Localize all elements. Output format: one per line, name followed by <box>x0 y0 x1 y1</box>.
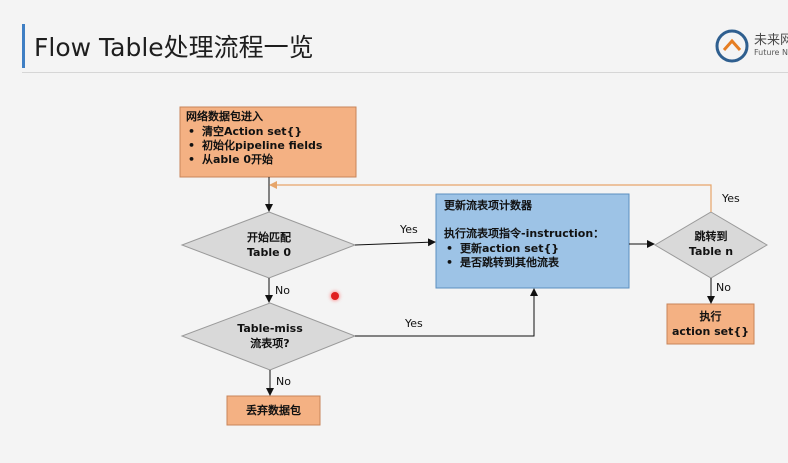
match-decision-label: 开始匹配 Table 0 <box>219 230 319 260</box>
drop-box: 丢弃数据包 <box>227 403 320 418</box>
logo-mark-icon <box>715 29 749 63</box>
edge-label-goto-no: No <box>716 281 731 294</box>
miss-decision-line1: Table-miss <box>237 322 303 335</box>
edge-miss-yes <box>355 288 538 337</box>
update-box-item: 是否跳转到其他流表 <box>446 256 629 270</box>
update-box-line2: 执行流表项指令-instruction： <box>444 227 605 240</box>
edge-label-goto-yes: Yes <box>722 192 740 205</box>
exec-box-line2: action set{} <box>671 325 750 338</box>
start-box: 网络数据包进入 清空Action set{} 初始化pipeline field… <box>180 107 356 177</box>
update-box-shape <box>435 193 630 289</box>
drop-box-label: 丢弃数据包 <box>246 404 301 417</box>
edge-label-match-yes: Yes <box>400 223 418 236</box>
update-box-list: 更新action set{} 是否跳转到其他流表 <box>444 242 629 270</box>
logo-text-cn: 未来网 <box>754 33 788 48</box>
update-box-line1: 更新流表项计数器 <box>444 199 532 212</box>
start-box-item: 初始化pipeline fields <box>188 139 356 153</box>
match-decision-line1: 开始匹配 <box>247 231 291 244</box>
goto-decision-line1: 跳转到 <box>694 230 728 243</box>
miss-decision-line2: 流表项? <box>250 337 290 350</box>
logo-text-en: Future Net <box>754 48 788 57</box>
update-box: 更新流表项计数器 执行流表项指令-instruction： 更新action s… <box>436 194 629 288</box>
slide-title: Flow Table处理流程一览 <box>34 33 314 62</box>
company-logo: 未来网 Future Net <box>714 26 788 66</box>
edge-match-yes <box>354 238 436 247</box>
update-box-item: 更新action set{} <box>446 242 629 256</box>
start-box-item: 清空Action set{} <box>188 125 356 139</box>
start-box-heading: 网络数据包进入 <box>186 110 263 123</box>
title-divider <box>22 72 788 73</box>
start-box-item: 从able 0开始 <box>188 153 356 167</box>
drop-box-shape <box>226 395 321 426</box>
miss-decision-label: Table-miss 流表项? <box>220 321 320 351</box>
edge-goto-yes-loop <box>269 181 712 212</box>
goto-decision-label: 跳转到 Table n <box>671 229 751 259</box>
exec-box-shape <box>666 303 755 345</box>
pointer-dot-icon <box>331 292 339 300</box>
edge-label-match-no: No <box>275 284 290 297</box>
title-accent-bar <box>22 24 25 68</box>
exec-box-line1: 执行 <box>699 310 722 323</box>
edge-label-miss-yes: Yes <box>405 317 423 330</box>
exec-box: 执行 action set{} <box>667 309 754 339</box>
edge-label-miss-no: No <box>276 375 291 388</box>
goto-decision-line2: Table n <box>688 245 734 258</box>
start-box-list: 清空Action set{} 初始化pipeline fields 从able … <box>186 125 356 167</box>
match-decision-line2: Table 0 <box>246 246 292 259</box>
